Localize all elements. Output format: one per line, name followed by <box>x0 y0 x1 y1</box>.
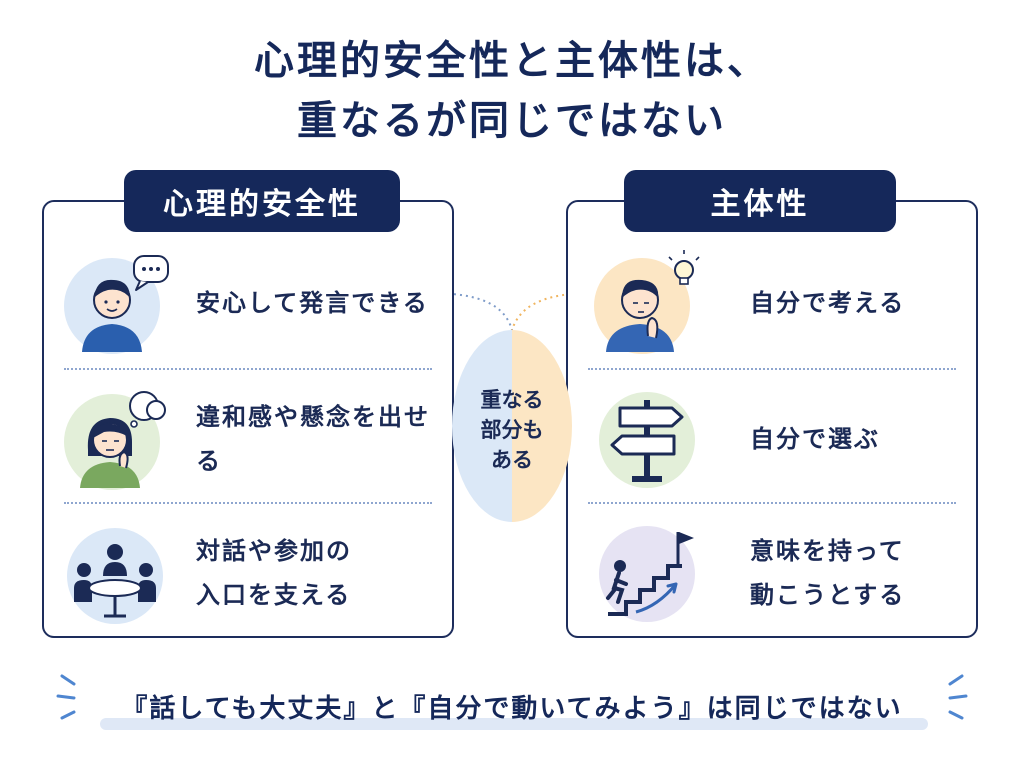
right-panel-heading: 主体性 <box>624 170 896 232</box>
footer-text: 『話しても大丈夫』と『自分で動いてみよう』は同じではない <box>121 694 903 724</box>
overlap-label: 重なる 部分も ある <box>470 385 554 475</box>
right-item-3-label: 意味を持って 動こうとする <box>750 529 905 617</box>
right-item-1: 自分で考える <box>568 238 976 368</box>
left-item-2: 違和感や懸念を出せる <box>44 374 452 504</box>
left-divider-1 <box>64 368 432 370</box>
right-panel: 自分で考える 自分で選ぶ <box>566 200 978 638</box>
title-line-1: 心理的安全性と主体性は、 <box>254 38 770 84</box>
left-panel: 安心して発言できる 違和感や懸念を出せる <box>42 200 454 638</box>
meeting-table-icon <box>60 518 170 628</box>
footer-highlight <box>100 718 928 730</box>
signpost-icon <box>592 384 702 494</box>
right-divider-2 <box>588 502 956 504</box>
title-line-2: 重なるが同じではない <box>297 98 727 144</box>
left-item-1: 安心して発言できる <box>44 238 452 368</box>
right-item-2: 自分で選ぶ <box>568 374 976 504</box>
right-item-3: 意味を持って 動こうとする <box>568 508 976 638</box>
right-item-3-label-line2: 動こうとする <box>750 581 906 609</box>
thinking-person-icon <box>60 384 170 494</box>
right-item-1-label: 自分で考える <box>750 289 906 317</box>
overlap-line1: 重なる <box>480 388 544 412</box>
right-item-3-label-line1: 意味を持って <box>750 537 905 565</box>
right-burst-icon <box>948 674 968 720</box>
overlap-line3: ある <box>491 448 533 472</box>
left-item-1-label: 安心して発言できる <box>196 289 429 317</box>
right-divider-1 <box>588 368 956 370</box>
right-item-2-label: 自分で選ぶ <box>750 425 880 453</box>
overlap-lens <box>452 330 572 522</box>
climbing-stairs-icon <box>592 518 702 628</box>
left-item-2-label: 違和感や懸念を出せる <box>196 403 430 475</box>
speech-bubble-person-icon <box>60 248 170 358</box>
left-item-3-label-line2: 入口を支える <box>196 581 352 609</box>
left-item-3: 対話や参加の 入口を支える <box>44 508 452 638</box>
left-burst-icon <box>56 674 76 720</box>
left-item-3-label: 対話や参加の 入口を支える <box>196 529 352 617</box>
left-item-3-label-line1: 対話や参加の <box>196 537 352 565</box>
left-panel-heading: 心理的安全性 <box>124 170 400 232</box>
left-divider-2 <box>64 502 432 504</box>
overlap-line2: 部分も <box>480 418 544 442</box>
lightbulb-person-icon <box>592 248 702 358</box>
